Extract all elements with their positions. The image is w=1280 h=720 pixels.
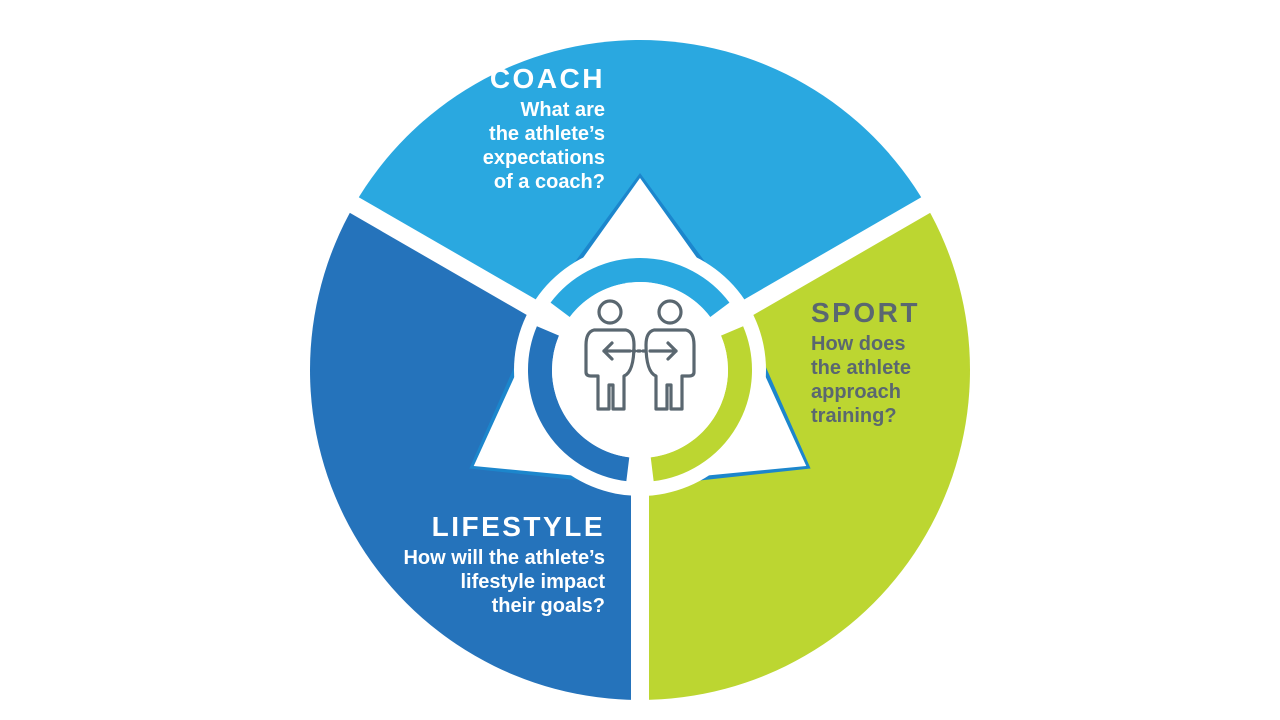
inner-ring-sport: [650, 326, 752, 482]
right-person-body-icon: [644, 328, 696, 411]
hub-layer: [469, 173, 811, 496]
sport-line-3: approach: [811, 381, 901, 403]
exchange-arrow-left-head-icon: [602, 341, 614, 361]
coach-line-2: the athlete’s: [489, 123, 605, 145]
segments-layer: [309, 40, 970, 700]
sport-label-group: SPORT How does the athlete approach trai…: [811, 297, 920, 427]
left-person-head-icon: [597, 299, 623, 325]
coach-line-4: of a coach?: [494, 171, 605, 193]
exchange-arrow-right-head-icon: [666, 341, 678, 361]
lifestyle-line-2: lifestyle impact: [460, 571, 605, 593]
lifestyle-line-3: their goals?: [492, 595, 605, 617]
lifestyle-line-1: How will the athlete’s: [403, 547, 605, 569]
inner-ring-coach: [550, 258, 730, 318]
sport-title: SPORT: [811, 297, 920, 328]
coach-line-3: expectations: [483, 147, 605, 169]
two-people-exchange-icon: [584, 299, 696, 411]
lifestyle-title: LIFESTYLE: [432, 511, 605, 542]
left-person-body-icon: [584, 328, 636, 411]
sport-line-1: How does: [811, 333, 905, 355]
coach-title: COACH: [490, 63, 605, 94]
lifestyle-label-group: LIFESTYLE How will the athlete’s lifesty…: [403, 511, 605, 617]
sport-line-2: the athlete: [811, 357, 911, 379]
coach-line-1: What are: [521, 99, 605, 121]
sport-line-4: training?: [811, 405, 897, 427]
coach-label-group: COACH What are the athlete’s expectation…: [483, 63, 605, 193]
inner-ring-lifestyle: [528, 326, 630, 482]
hub-center: [552, 282, 728, 458]
right-person-head-icon: [657, 299, 683, 325]
